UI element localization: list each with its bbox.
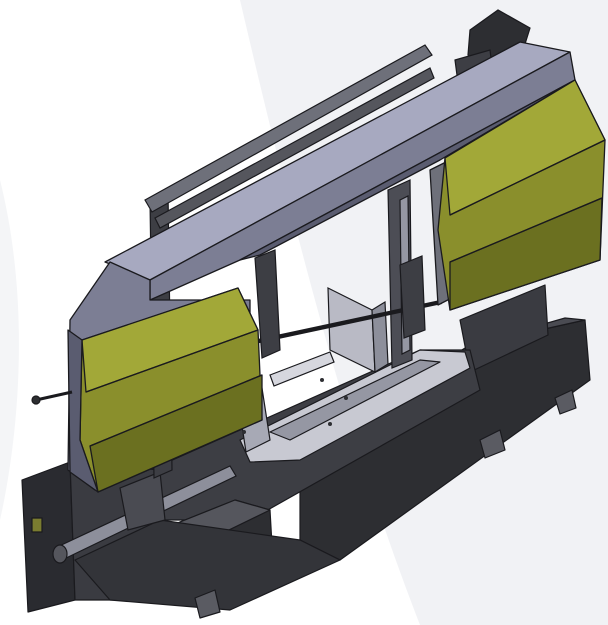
left-guard-seam-2 <box>89 374 263 447</box>
blade-guide-left <box>254 249 281 359</box>
saw-arm-underside <box>239 79 576 261</box>
roller-conveyor <box>52 465 237 564</box>
bolt <box>242 430 246 434</box>
bolt <box>328 422 332 426</box>
tension-handle-knob <box>31 395 41 405</box>
bolt <box>344 396 348 400</box>
table-slot <box>269 359 441 441</box>
left-guard-seam-1 <box>85 329 259 393</box>
right-guard-seam-1 <box>449 139 606 216</box>
control-cabinet-front <box>21 461 76 613</box>
blade-guide-right <box>399 255 426 339</box>
detail-bolts <box>242 378 348 434</box>
right-wheel-guard <box>429 79 606 311</box>
right-guard-seam-2 <box>449 197 603 263</box>
blade-guides <box>254 249 426 359</box>
conveyor-end-cap <box>52 544 68 564</box>
background-swoosh-left <box>0 180 19 520</box>
foot-left <box>194 589 221 619</box>
rear-rail-bar <box>144 44 433 213</box>
tension-handle <box>31 390 73 405</box>
bolt <box>320 378 324 382</box>
saw-arm <box>104 41 576 301</box>
vise-screw <box>269 351 335 387</box>
left-guard-edge <box>67 329 99 493</box>
control-panel-icon <box>31 517 43 533</box>
tension-handle-rod <box>35 390 73 402</box>
conveyor-bracket <box>119 471 166 531</box>
left-wheel-guard <box>67 261 263 493</box>
vise-jaw-side <box>371 300 389 374</box>
rear-rail-bar-2 <box>154 67 435 229</box>
foot-right <box>479 429 506 459</box>
foot-right-2 <box>554 389 577 415</box>
